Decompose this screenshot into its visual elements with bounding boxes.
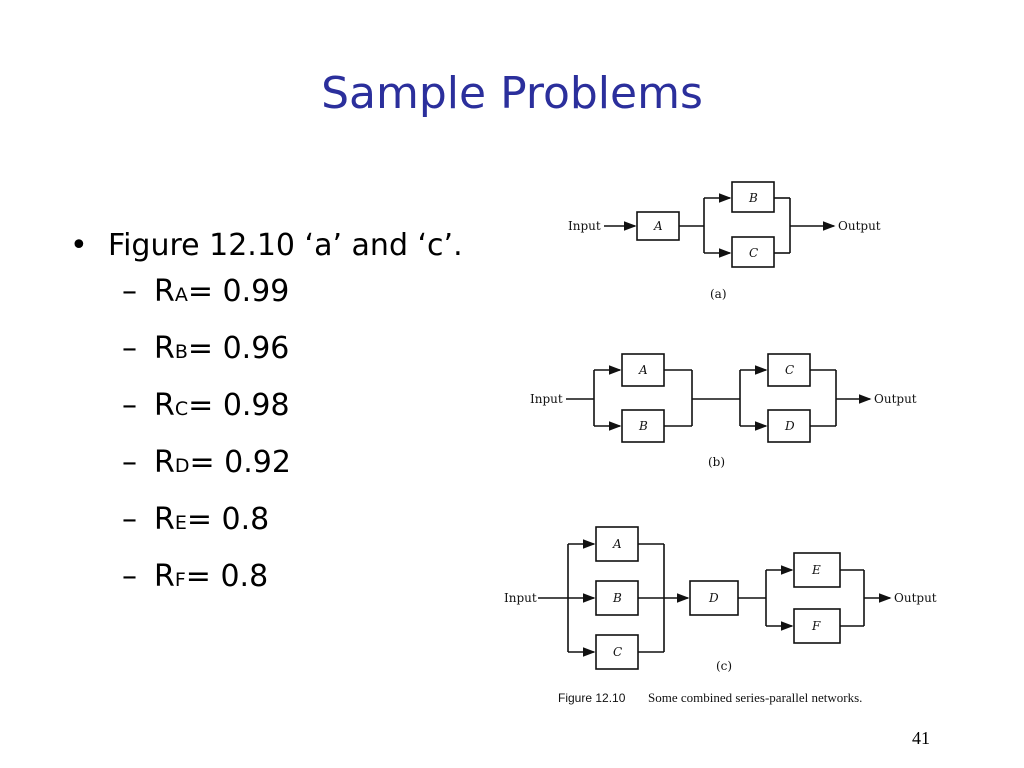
dash: – [122, 559, 137, 594]
block-label: A [612, 537, 622, 551]
network-diagrams: Input A B C Output (a) Input A B C D Out… [504, 181, 937, 705]
block-label: A [638, 363, 648, 377]
block-c-c [595, 634, 639, 670]
block-a-b [731, 181, 775, 213]
network-c [538, 526, 892, 670]
block-b-b [621, 409, 665, 443]
block-label: B [748, 191, 758, 205]
bullet-text: Figure 12.10 ‘a’ and ‘c’. [108, 228, 463, 263]
item-symbol: R [154, 274, 175, 309]
subfigure-tag: (b) [708, 455, 725, 469]
input-label: Input [504, 591, 537, 605]
bullet-dot: • [70, 228, 88, 263]
block-c-b [595, 580, 639, 616]
item-subscript: D [174, 455, 190, 477]
item-subscript: F [174, 569, 186, 591]
dash: – [122, 274, 137, 309]
block-label: C [749, 246, 758, 260]
item-value: = 0.8 [185, 559, 269, 594]
page-number: 41 [912, 728, 930, 748]
block-c-d [689, 580, 739, 616]
item-symbol: R [154, 331, 175, 366]
item-value: = 0.98 [188, 388, 290, 423]
item-symbol: R [154, 445, 175, 480]
dash: – [122, 445, 137, 480]
network-b [566, 353, 872, 443]
block-c-a [595, 526, 639, 562]
item-symbol: R [154, 388, 175, 423]
output-label: Output [874, 392, 917, 406]
network-a [604, 181, 836, 268]
input-label: Input [530, 392, 563, 406]
dash: – [122, 331, 137, 366]
block-label: C [613, 645, 622, 659]
figure-caption-number: Figure 12.10 [558, 691, 626, 705]
slide-title: Sample Problems [321, 68, 703, 119]
figure-caption-text: Some combined series-parallel networks. [648, 690, 862, 705]
block-b-a [621, 353, 665, 387]
item-symbol: R [154, 559, 175, 594]
item-symbol: R [154, 502, 175, 537]
item-value: = 0.96 [187, 331, 290, 366]
block-label: E [811, 563, 821, 577]
subfigure-tag: (c) [716, 659, 732, 673]
block-label: B [638, 419, 648, 433]
subfigure-tag: (a) [710, 287, 727, 301]
dash: – [122, 388, 137, 423]
block-label: B [612, 591, 622, 605]
block-label: A [653, 219, 663, 233]
block-label: D [784, 419, 795, 433]
input-label: Input [568, 219, 601, 233]
block-a-c [731, 236, 775, 268]
item-value: = 0.99 [187, 274, 290, 309]
bullet-item: • Figure 12.10 ‘a’ and ‘c’. [70, 228, 463, 274]
network-figure: Input A B C Output (a) Input A B C D Out… [490, 160, 990, 720]
item-value: = 0.92 [189, 445, 291, 480]
output-label: Output [894, 591, 937, 605]
item-subscript: E [174, 512, 187, 534]
item-subscript: B [174, 341, 188, 363]
block-label: F [811, 619, 821, 633]
block-label: C [785, 363, 794, 377]
item-subscript: C [174, 398, 189, 420]
output-label: Output [838, 219, 881, 233]
item-value: = 0.8 [186, 502, 270, 537]
block-c-e [793, 552, 841, 588]
block-label: D [708, 591, 719, 605]
item-subscript: A [174, 284, 188, 306]
dash: – [122, 502, 137, 537]
